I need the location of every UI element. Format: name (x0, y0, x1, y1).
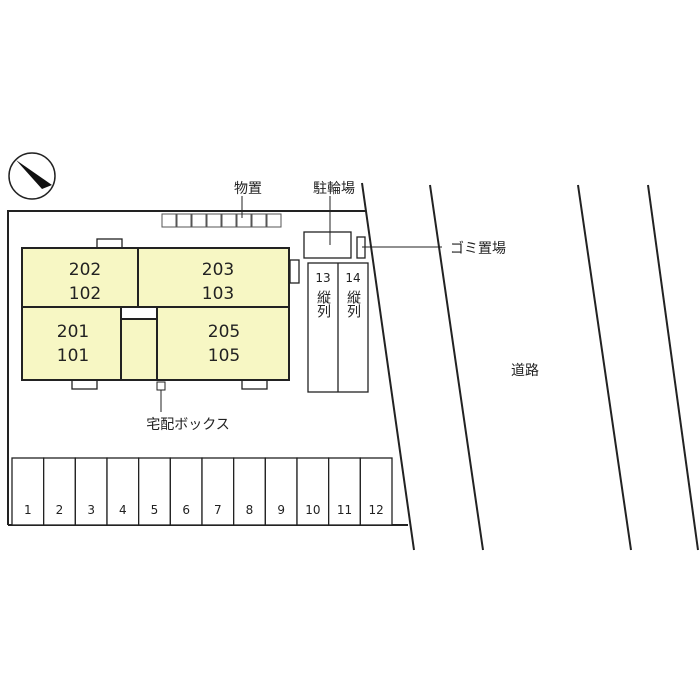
unit-label: 205 (208, 322, 240, 342)
parking-space (233, 457, 266, 526)
unit-label: 203 (202, 260, 234, 280)
parking-number: 5 (151, 503, 159, 517)
parking-number: 2 (56, 503, 64, 517)
unit-label: 202 (69, 260, 101, 280)
parking-number: 1 (24, 503, 32, 517)
parking-number: 8 (246, 503, 254, 517)
delivery-box-label: 宅配ボックス (146, 417, 230, 433)
unit-label: 103 (202, 284, 234, 304)
parking-number: 3 (87, 503, 95, 517)
parking-space (201, 457, 235, 526)
bike-slot-number: 14 (345, 271, 360, 285)
building (21, 247, 290, 381)
unit-label: 105 (208, 346, 240, 366)
parking-number: 7 (214, 503, 222, 517)
storage-cell (266, 213, 282, 228)
garbage-label: ゴミ置場 (450, 240, 506, 257)
parking-number: 12 (369, 503, 384, 517)
bike-slots (307, 262, 369, 393)
parking-space (328, 457, 361, 526)
storage-cell (176, 213, 192, 228)
storage-cell (251, 213, 267, 228)
parking-space (106, 457, 140, 526)
road-label: 道路 (511, 363, 539, 379)
bike-slot-note: 縦列 (315, 290, 331, 319)
delivery-box (156, 381, 166, 391)
parking-space (74, 457, 108, 526)
parking-space (43, 457, 76, 526)
parking-number: 11 (337, 503, 352, 517)
bike-slot-number: 13 (315, 271, 330, 285)
parking-space (264, 457, 298, 526)
storage-cell (206, 213, 222, 228)
storage-cell (236, 213, 252, 228)
parking-number: 10 (305, 503, 320, 517)
storage-units (161, 213, 282, 228)
parking-number: 9 (277, 503, 285, 517)
unit-label: 201 (57, 322, 89, 342)
storage-cell (161, 213, 177, 228)
parking-space (359, 457, 393, 526)
parking-number: 4 (119, 503, 127, 517)
storage-cell (221, 213, 237, 228)
parking-number: 6 (182, 503, 190, 517)
unit-205-105 (156, 306, 290, 381)
storage-cell (191, 213, 207, 228)
north-arrow-icon (8, 152, 56, 200)
bicycle-parking-label: 駐輪場 (313, 180, 355, 197)
bike-slot-note: 縦列 (345, 290, 361, 319)
unit-label: 101 (57, 346, 89, 366)
parking-space (138, 457, 171, 526)
road-lines (429, 184, 699, 551)
stairwell (120, 318, 158, 381)
unit-201-101 (21, 306, 122, 381)
storage-label: 物置 (234, 181, 262, 197)
unit-label: 102 (69, 284, 101, 304)
bicycle-parking (303, 231, 352, 259)
parking-space (169, 457, 203, 526)
parking-space (11, 457, 45, 526)
